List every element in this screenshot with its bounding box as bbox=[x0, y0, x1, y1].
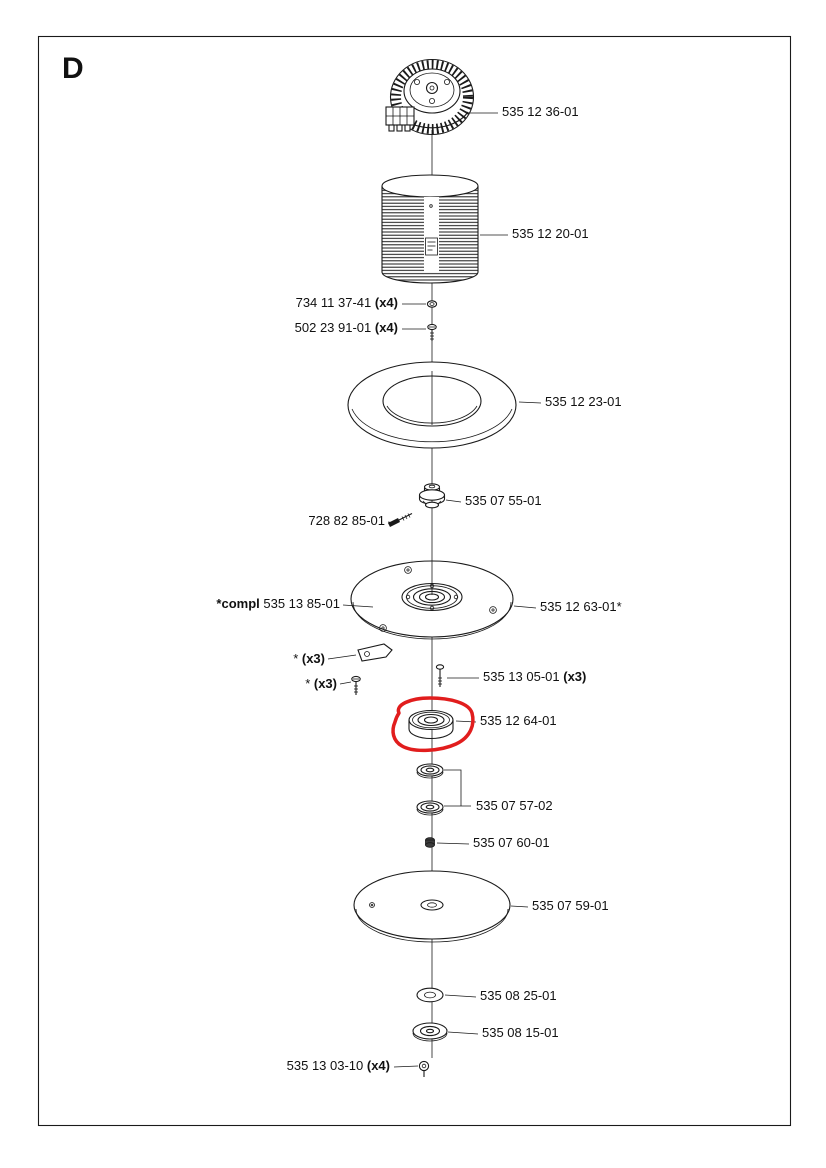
part-clip-screw bbox=[351, 675, 361, 695]
part-clip bbox=[357, 643, 393, 662]
red-circle-annotation bbox=[391, 696, 475, 753]
part-flange-washer bbox=[412, 1022, 448, 1042]
part-label-compl: *compl 535 13 85-01 bbox=[216, 596, 340, 611]
part-label-spacer: 535 07 60-01 bbox=[473, 835, 550, 850]
part-set-screw bbox=[387, 513, 413, 528]
part-bearing-pair bbox=[416, 763, 444, 816]
leader-lines bbox=[327, 112, 542, 1068]
part-label-bearing-pair: 535 07 57-02 bbox=[476, 798, 553, 813]
part-label-disc: 535 12 63-01* bbox=[540, 599, 622, 614]
part-label-screw-x4-bottom: 535 13 03-10 (x4) bbox=[287, 1058, 390, 1073]
part-screw-bottom bbox=[418, 1060, 430, 1077]
part-labels: 535 12 36-01 535 12 20-01 734 11 37-41 (… bbox=[216, 104, 621, 1073]
part-label-ring: 535 12 23-01 bbox=[545, 394, 622, 409]
part-label-screw-1305: 535 13 05-01 (x3) bbox=[483, 669, 586, 684]
part-motor bbox=[385, 58, 475, 136]
part-label-washer-0825: 535 08 25-01 bbox=[480, 988, 557, 1003]
part-label-set-screw: 728 82 85-01 bbox=[308, 513, 385, 528]
part-label-stator: 535 12 20-01 bbox=[512, 226, 589, 241]
part-label-blade-disc: 535 07 59-01 bbox=[532, 898, 609, 913]
part-label-hub: 535 07 55-01 bbox=[465, 493, 542, 508]
part-label-flange-washer: 535 08 15-01 bbox=[482, 1025, 559, 1040]
part-screw-1305 bbox=[435, 664, 445, 687]
part-label-motor: 535 12 36-01 bbox=[502, 104, 579, 119]
part-disc-plate bbox=[350, 560, 514, 640]
part-blade-disc bbox=[353, 870, 511, 943]
part-label-washer-x4: 734 11 37-41 (x4) bbox=[296, 295, 398, 310]
part-label-bearing-circled: 535 12 64-01 bbox=[480, 713, 557, 728]
part-spacer bbox=[425, 837, 435, 848]
part-small-washer bbox=[426, 300, 438, 308]
part-label-clip-x3: * (x3) bbox=[293, 651, 325, 666]
part-label-screw-x3: * (x3) bbox=[305, 676, 337, 691]
part-washer-0825 bbox=[416, 987, 444, 1003]
section-label: D bbox=[62, 52, 84, 85]
part-small-screw bbox=[427, 323, 437, 341]
part-hub bbox=[418, 483, 446, 509]
part-label-screw-x4: 502 23 91-01 (x4) bbox=[295, 320, 398, 335]
part-finned-cylinder bbox=[381, 174, 479, 284]
part-ring-cover bbox=[347, 361, 517, 449]
drawing-frame bbox=[37, 35, 792, 1127]
part-bearing-large bbox=[408, 709, 454, 740]
